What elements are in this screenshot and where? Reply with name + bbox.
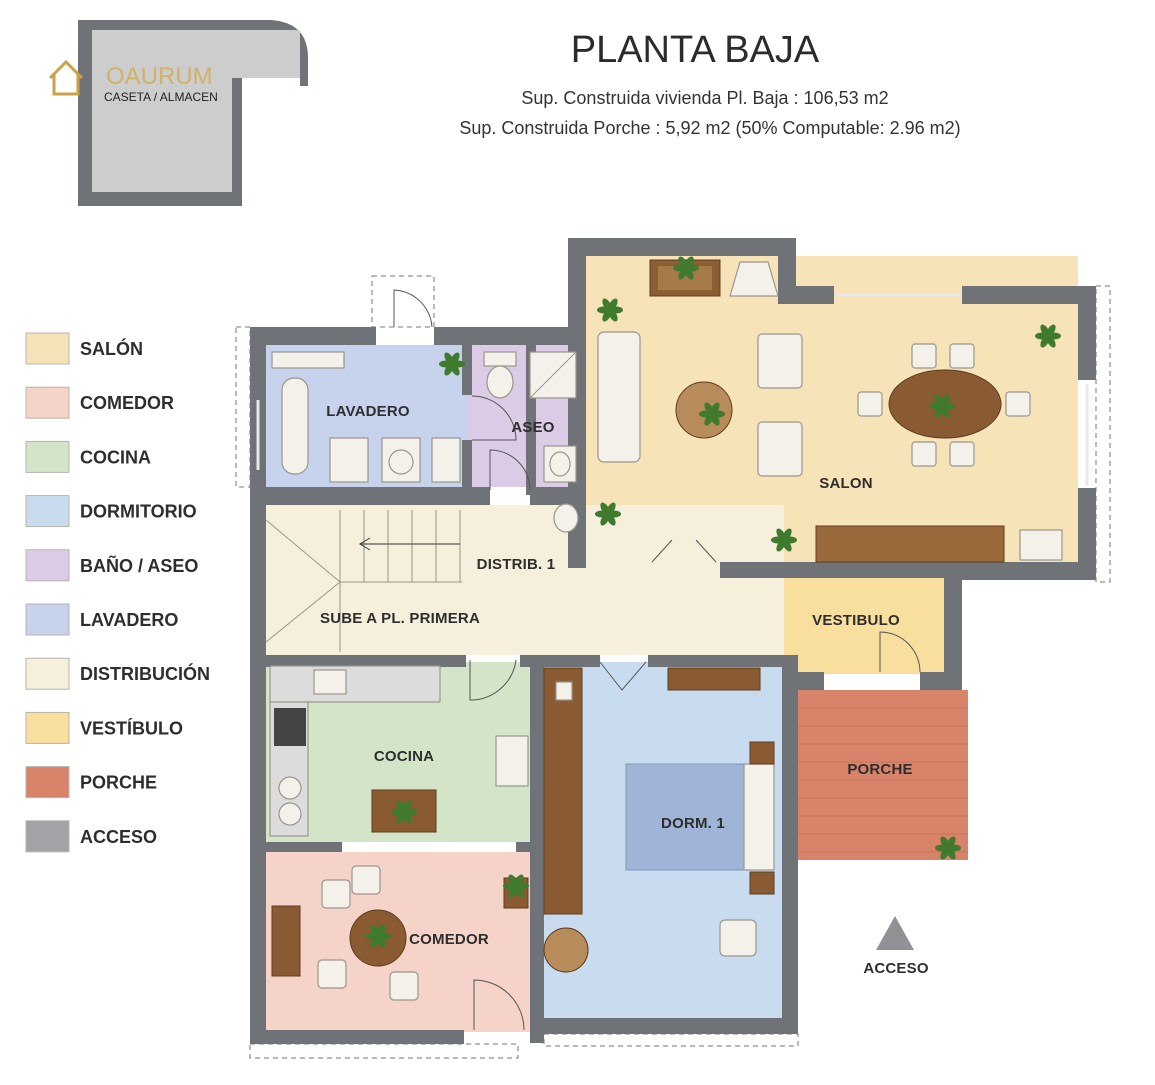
distrib-fill [266,505,784,655]
cocina-furniture [269,665,529,837]
legend-label: DORMITORIO [80,502,197,522]
doors [393,289,921,1031]
plant-icon [935,836,961,860]
legend-swatch [25,711,70,744]
legend-label: PORCHE [80,773,157,793]
dorm-furniture [543,667,775,973]
porche-brick-pattern [798,707,968,853]
acceso-marker: ACCESO [863,916,929,977]
plant-icon [391,800,417,824]
plant-icon [1035,324,1061,348]
walls [250,238,1096,1044]
windows [256,293,1089,486]
room-label-stairs: SUBE A PL. PRIMERA [320,610,480,627]
caseta-label: CASETA / ALMACEN [104,90,218,104]
logo-text: OAURUM [106,63,213,90]
company-logo: OAURUM [48,59,213,96]
legend-swatch [25,332,70,365]
room-label-comedor: COMEDOR [409,931,489,948]
dashed-outlines [235,275,1111,1059]
room-label-distrib: DISTRIB. 1 [477,556,556,573]
plant-icon [365,924,391,948]
legend-label: LAVADERO [80,610,178,630]
house-logo-icon [48,59,84,96]
caseta-block [78,20,308,206]
plant-icon [503,874,529,898]
room-label-cocina: COCINA [374,748,434,765]
plant-icon [771,528,797,552]
plant-icon [597,298,623,322]
legend-label: BAÑO / ASEO [80,555,198,576]
legend-label: COMEDOR [80,393,174,413]
porche-fill [798,690,968,860]
room-label-aseo: ASEO [511,419,554,436]
legend-swatch [25,386,70,419]
room-label-porche: PORCHE [847,761,912,778]
legend-swatch [25,495,70,528]
plant-icon [929,394,955,418]
plant-icon [673,256,699,280]
legend-swatch [25,440,70,473]
legend-label: SALÓN [80,338,143,359]
legend-label: ACCESO [80,827,157,847]
room-label-dorm: DORM. 1 [661,815,725,832]
room-labels: LAVADERO ASEO SALON DISTRIB. 1 SUBE A PL… [320,403,912,948]
legend: SALÓN COMEDOR COCINA DORMITORIO BAÑO / ASEO L… [25,332,210,853]
lavadero-furniture [271,351,461,483]
stairs [265,510,462,652]
triangle-acceso-icon [876,916,914,950]
room-label-salon: SALON [819,475,873,492]
room-label-lavadero: LAVADERO [326,403,410,420]
legend-swatch [25,549,70,582]
legend-swatch [25,603,70,636]
legend-label: COCINA [80,447,151,467]
plant-icon [699,402,725,426]
legend-label: VESTÍBULO [80,717,183,738]
legend-swatch [25,657,70,690]
built-area-porch: Sup. Construida Porche : 5,92 m2 (50% Co… [459,118,960,138]
aseo-furniture [483,351,579,533]
legend-swatch [25,766,70,799]
plant-icon [439,352,465,376]
room-label-vestibulo: VESTIBULO [812,612,900,629]
plant-icon [595,502,621,526]
built-area-house: Sup. Construida vivienda Pl. Baja : 106,… [521,88,888,108]
plants [365,256,1061,948]
acceso-label: ACCESO [863,960,929,977]
legend-swatch [25,820,70,853]
legend-label: DISTRIBUCIÓN [80,663,210,684]
plan-title: PLANTA BAJA [571,29,820,71]
